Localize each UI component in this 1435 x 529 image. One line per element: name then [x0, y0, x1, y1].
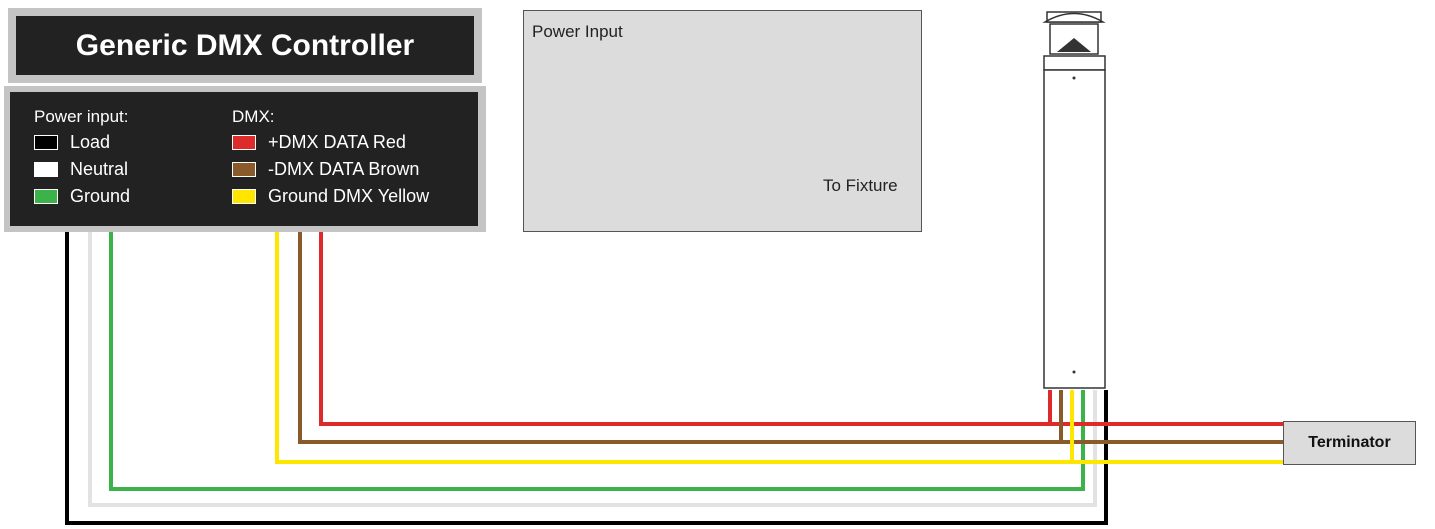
power-input-inset: [523, 10, 922, 232]
fixture-screw-bottom: [1072, 370, 1076, 374]
fixture-body: [1043, 69, 1106, 389]
swatch-load: [34, 135, 58, 150]
legend-dmx-plus: +DMX DATA Red: [232, 132, 406, 153]
legend-dmx-ground: Ground DMX Yellow: [232, 186, 429, 207]
swatch-dmx-ground: [232, 189, 256, 204]
legend-label: +DMX DATA Red: [268, 132, 406, 152]
legend-label: Load: [70, 132, 111, 152]
swatch-ground: [34, 189, 58, 204]
inset-title: Power Input: [532, 22, 623, 41]
swatch-neutral: [34, 162, 58, 177]
controller-panel: Power input: DMX: Load Neutral Ground +D…: [10, 92, 478, 226]
legend-neutral: Neutral: [34, 159, 128, 180]
wire-dmx-ground: [275, 230, 1285, 464]
swatch-dmx-plus: [232, 135, 256, 150]
legend-load: Load: [34, 132, 110, 153]
wire-neutral: [88, 230, 1097, 507]
wire-dmx-plus: [319, 230, 1285, 426]
swatch-dmx-minus: [232, 162, 256, 177]
legend-label: Neutral: [70, 159, 129, 179]
fixture-dome: [1042, 12, 1106, 23]
terminator-box: Terminator: [1283, 421, 1416, 465]
fixture-screw-top: [1072, 76, 1076, 80]
wire-ground: [109, 230, 1085, 491]
dmx-heading: DMX:: [232, 107, 275, 126]
controller-title: Generic DMX Controller: [16, 16, 474, 75]
to-fixture-label: To Fixture: [823, 176, 898, 195]
wire-dmx-minus: [298, 230, 1285, 444]
fixture-collar: [1043, 55, 1106, 71]
power-input-heading: Power input:: [34, 107, 129, 126]
fixture-lens: [1057, 38, 1091, 52]
legend-label: -DMX DATA Brown: [268, 159, 420, 179]
legend-label: Ground DMX Yellow: [268, 186, 430, 206]
legend-label: Ground: [70, 186, 131, 206]
legend-ground: Ground: [34, 186, 130, 207]
wire-load: [65, 230, 1108, 525]
legend-dmx-minus: -DMX DATA Brown: [232, 159, 419, 180]
